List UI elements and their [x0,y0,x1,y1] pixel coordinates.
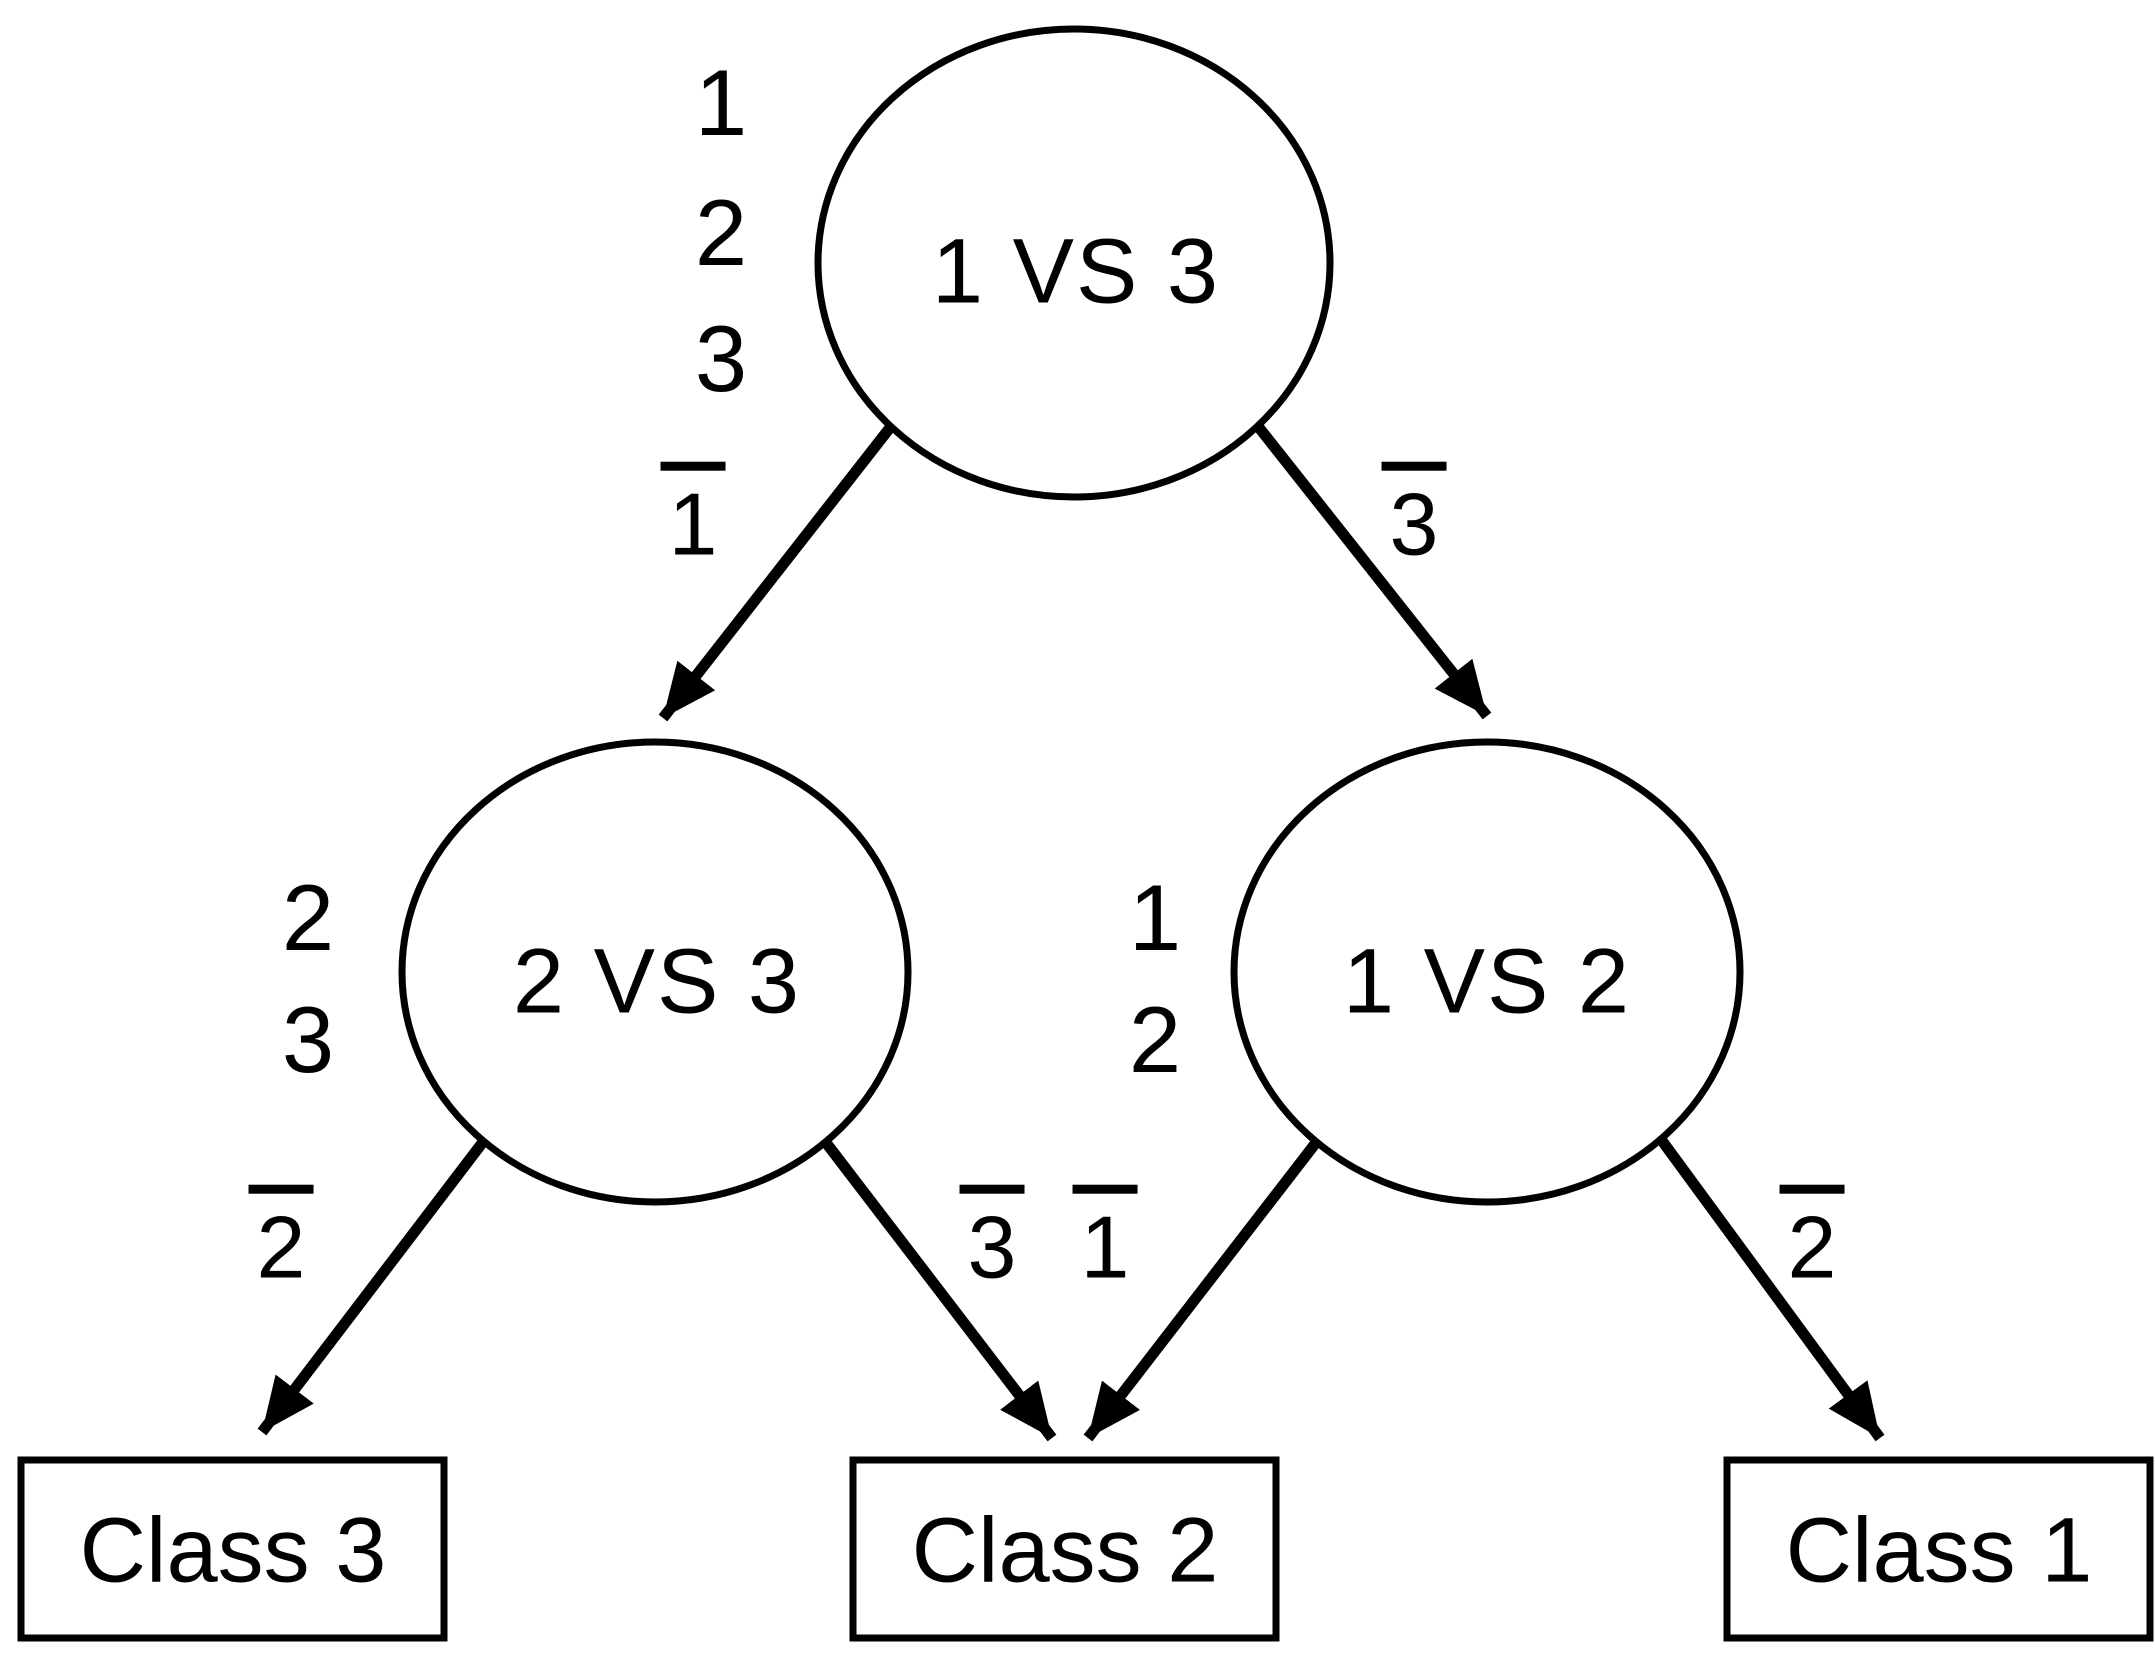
root-node-label: 1 VS 3 [931,220,1221,323]
edge-left-to-class3-arrow [257,1134,491,1436]
edge-right-to-class2-label: 1 [1072,1184,1138,1291]
edge-left-to-class2-label: 3 [959,1184,1025,1291]
edge-root-to-right-label: 3 [1381,461,1447,568]
root-side-label-2: 2 [694,180,748,285]
left-node-ellipse [398,738,912,1206]
edge-right-to-class2-arrow [1083,1136,1323,1442]
edge-root-to-left-arrow [658,416,901,722]
edge-left-to-class2-arrow [819,1136,1057,1442]
class2-label: Class 2 [911,1499,1219,1602]
root-side-label-3: 3 [694,306,748,411]
left-node-label: 2 VS 3 [512,930,802,1033]
right-side-label-2: 2 [1128,987,1182,1092]
edge-root-to-left-label: 1 [660,461,726,568]
right-node-ellipse [1230,738,1744,1206]
left-side-label-2: 3 [281,987,335,1092]
class2-box [849,1456,1280,1642]
class1-box [1723,1456,2154,1642]
right-node-label: 1 VS 2 [1342,930,1632,1033]
edge-left-to-class3-label: 2 [248,1184,314,1291]
class3-label: Class 3 [79,1499,387,1602]
root-node-ellipse [814,25,1334,501]
class1-label: Class 1 [1785,1499,2093,1602]
right-side-label-1: 1 [1128,865,1182,970]
left-side-label-1: 2 [281,865,335,970]
edge-right-to-class1-arrow [1655,1134,1885,1442]
class3-box [17,1456,448,1642]
edge-right-to-class1-label: 2 [1779,1184,1845,1291]
root-side-label-1: 1 [694,50,748,155]
edge-root-to-right-arrow [1248,416,1492,720]
